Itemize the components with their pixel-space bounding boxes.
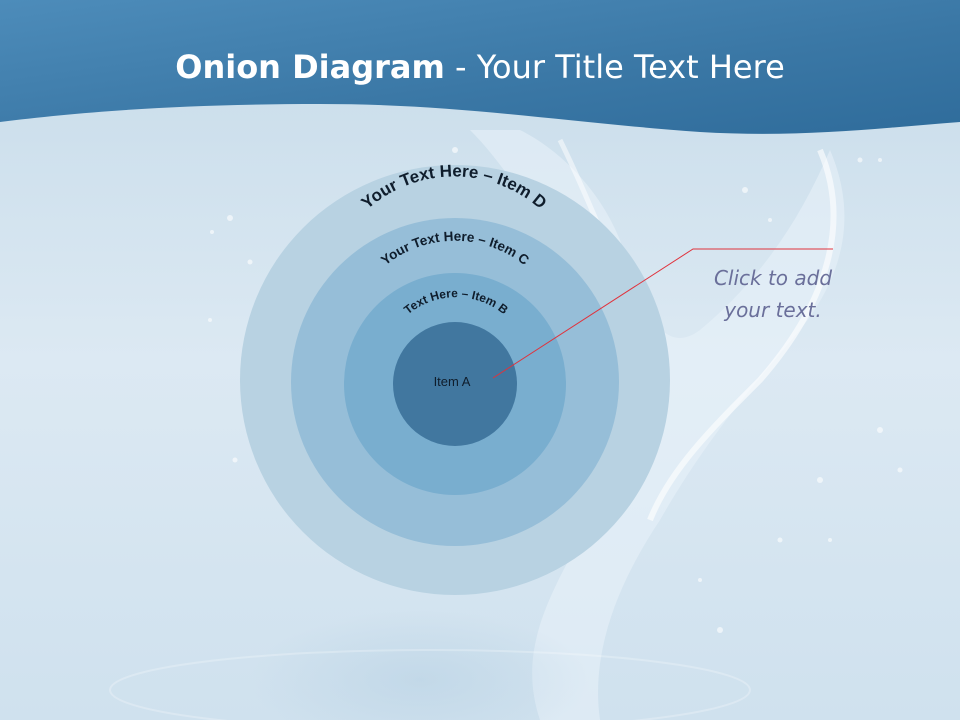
slide-title[interactable]: Onion Diagram - Your Title Text Here bbox=[0, 44, 960, 90]
callout-line bbox=[492, 248, 833, 379]
callout-line-1: Click to add bbox=[713, 266, 833, 290]
callout-text[interactable]: Click to add your text. bbox=[688, 262, 858, 326]
header-band bbox=[0, 0, 960, 134]
ring-item-a[interactable] bbox=[393, 322, 517, 446]
ring-label-item-a: Item A bbox=[434, 374, 471, 389]
title-bold: Onion Diagram bbox=[175, 48, 445, 86]
water-droplets bbox=[208, 147, 903, 633]
title-rest: - Your Title Text Here bbox=[444, 48, 785, 86]
callout-line-2: your text. bbox=[724, 298, 822, 322]
